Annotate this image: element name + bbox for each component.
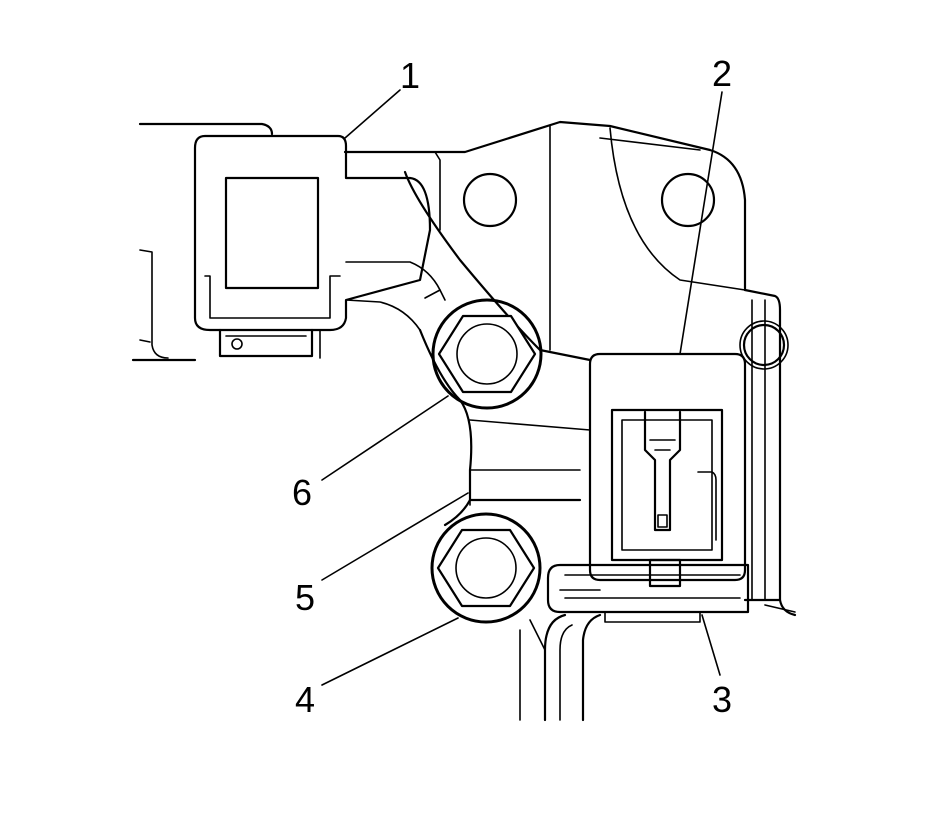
leader-6	[321, 395, 449, 481]
bolt-upper	[424, 289, 543, 410]
leader-lines	[321, 89, 723, 686]
mount-hole-left	[462, 172, 518, 228]
callout-6: 6	[292, 472, 312, 513]
mount-hole-flange	[742, 323, 786, 367]
mount-hole-right	[660, 172, 716, 228]
callout-3: 3	[712, 679, 732, 720]
connector-2	[588, 352, 747, 588]
mount-hole-flange-outer	[739, 320, 789, 370]
leader-2	[679, 91, 723, 355]
connector-1	[193, 134, 441, 359]
callout-5: 5	[295, 577, 315, 618]
leader-3	[701, 614, 721, 676]
leader-5	[321, 492, 469, 581]
callout-2: 2	[712, 53, 732, 94]
mount-plate-3	[546, 563, 750, 623]
leader-1	[344, 89, 401, 139]
bracket-holes	[462, 172, 789, 370]
leader-4	[321, 617, 459, 686]
left-housing	[131, 122, 274, 362]
callout-4: 4	[295, 679, 315, 720]
bolt-lower	[430, 512, 542, 624]
callout-labels: 1 2 3 4 5 6	[292, 53, 732, 720]
callout-1: 1	[400, 55, 420, 96]
